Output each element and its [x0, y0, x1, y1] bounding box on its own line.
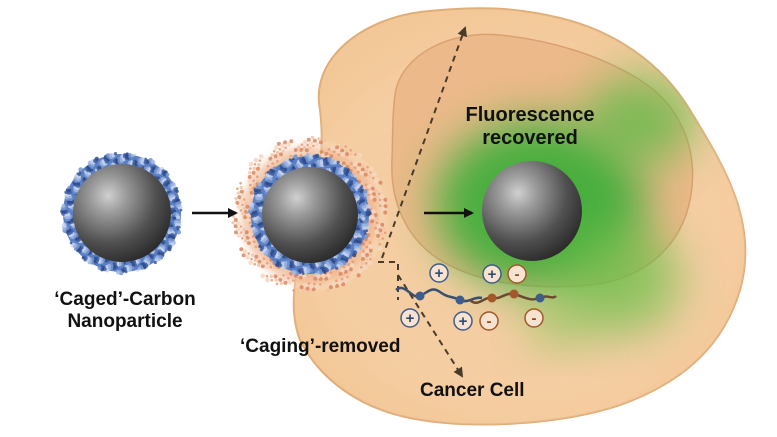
dashed-path-up	[381, 26, 467, 259]
cancer-cell-label: Cancer Cell	[420, 380, 525, 401]
positive-charge: +	[482, 264, 502, 284]
negative-charge: -	[524, 308, 544, 328]
carbon-core-mid	[262, 167, 358, 263]
caged-nanoparticle-label: ‘Caged’-Carbon Nanoparticle	[30, 289, 220, 333]
charge-symbol: -	[487, 313, 492, 330]
charge-symbol: +	[435, 265, 444, 282]
polymer-coating-partial	[247, 153, 372, 276]
caged-label-line2: Nanoparticle	[67, 310, 183, 332]
caged-label-line1: ‘Caged’-Carbon	[54, 289, 196, 310]
fluorescence-label-line2: recovered	[482, 127, 578, 149]
fluorescence-glow	[435, 75, 695, 348]
fluorescence-label-line1: Fluorescence	[465, 104, 595, 126]
recovered-nanoparticle	[482, 161, 582, 261]
dashed-path-down	[397, 274, 464, 378]
negative-charge: -	[507, 264, 527, 284]
caging-removed-label: ‘Caging’-removed	[240, 336, 401, 357]
charge-symbol: +	[459, 313, 468, 330]
carbon-core-right	[482, 161, 582, 261]
positive-charge: +	[453, 311, 473, 331]
charge-symbol: -	[515, 266, 520, 283]
fluorescence-label: Fluorescence recovered	[430, 104, 630, 150]
charge-symbol: -	[532, 310, 537, 327]
charge-symbol: +	[406, 310, 415, 327]
positive-charge: +	[429, 263, 449, 283]
caged-nanoparticle	[60, 152, 183, 276]
charge-symbol: +	[488, 266, 497, 283]
negative-charge: -	[479, 311, 499, 331]
uncaging-nanoparticle	[231, 135, 388, 294]
charged-polymer-chains: + + - + + - -	[395, 263, 557, 331]
polymer-chain-1	[395, 286, 483, 303]
carbon-core-left	[73, 164, 171, 262]
positive-charge: +	[400, 308, 420, 328]
